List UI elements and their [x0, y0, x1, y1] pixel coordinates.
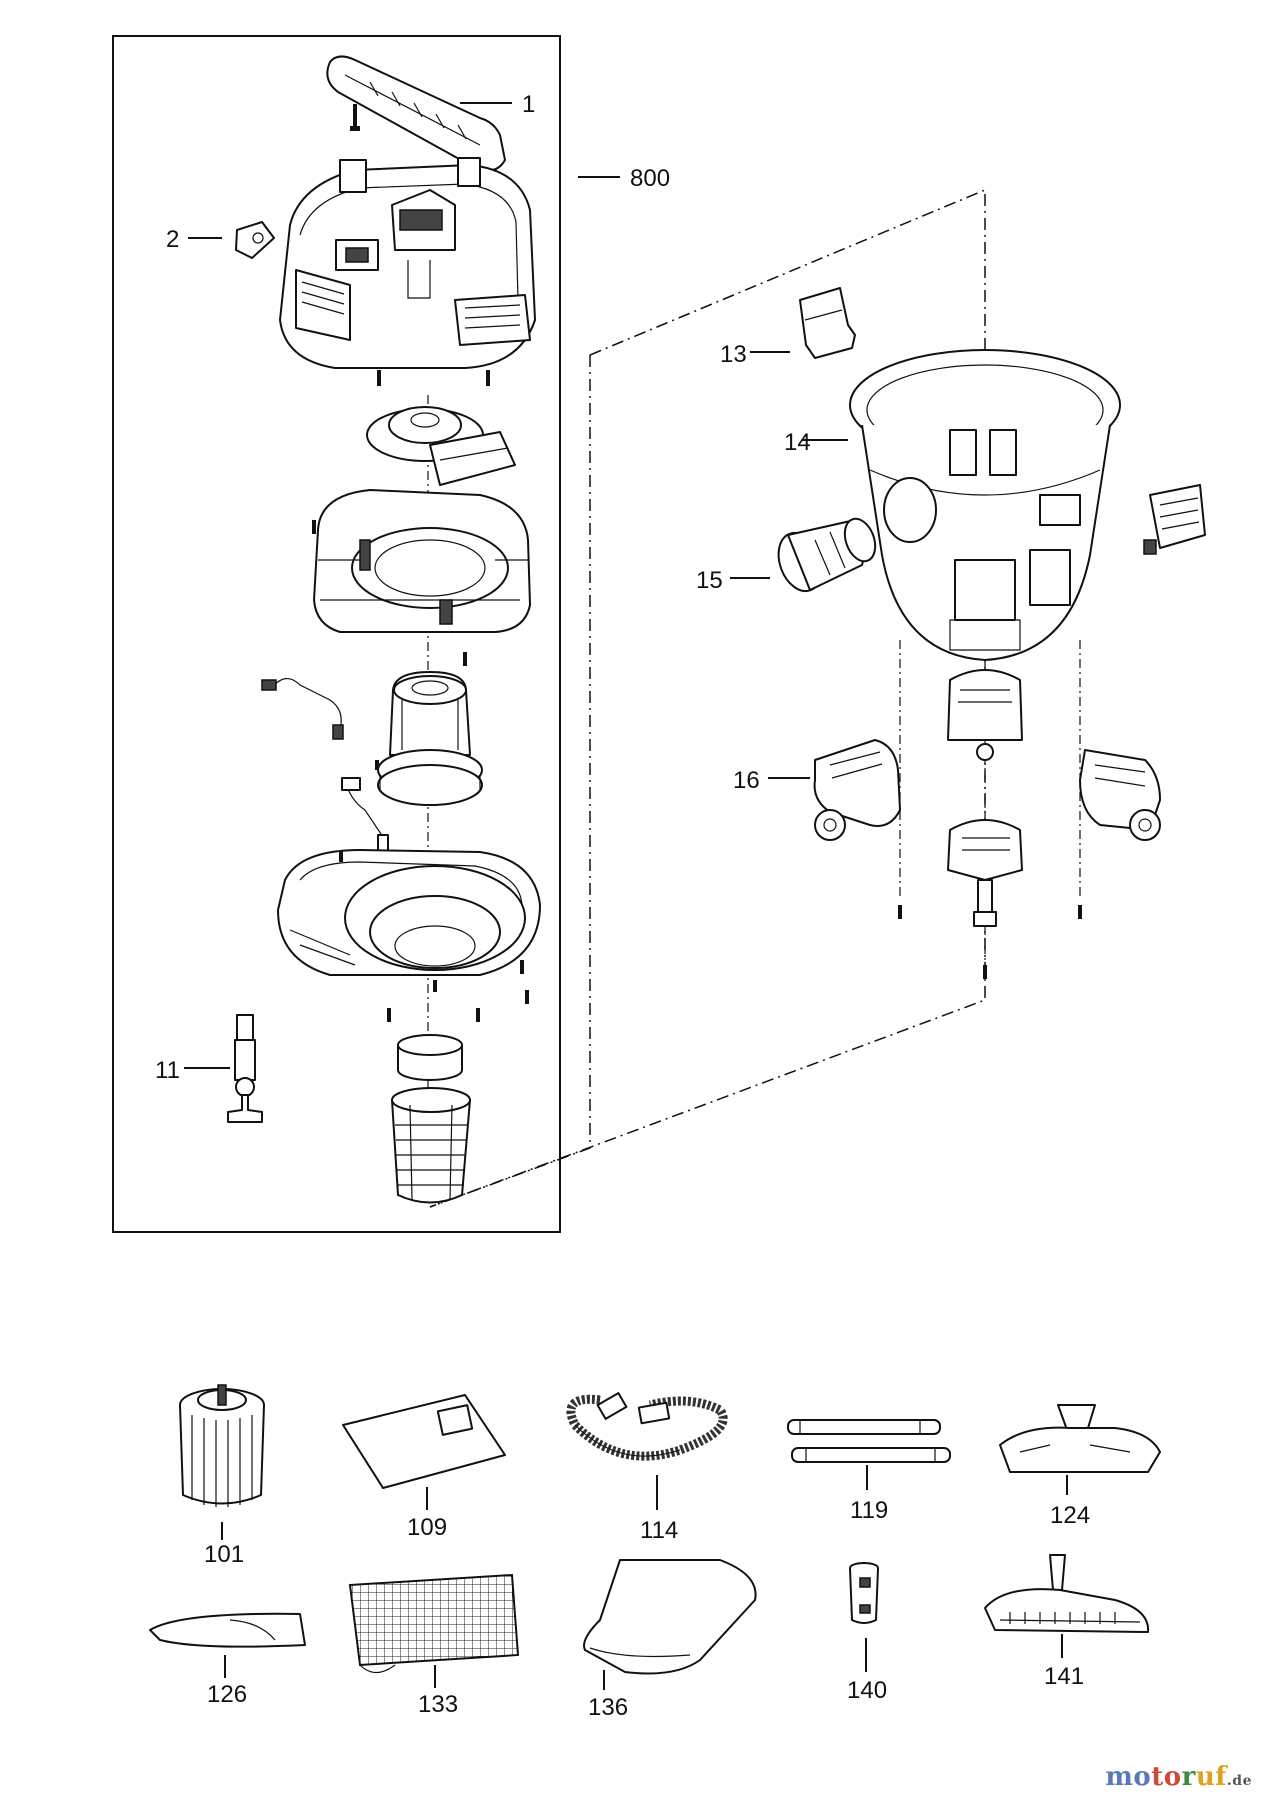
- part-136-foam-sleeve: [583, 1559, 757, 1675]
- part-133-mesh-filter: [348, 1573, 520, 1674]
- label-13: 13: [720, 341, 747, 368]
- part-141-wet-nozzle: [984, 1554, 1150, 1633]
- label-124: 124: [1050, 1502, 1090, 1529]
- switch-cord-part: [341, 777, 389, 852]
- part-16-caster-left: [813, 739, 901, 841]
- label-1: 1: [522, 91, 535, 118]
- label-2: 2: [166, 226, 179, 253]
- part-2-button: [235, 221, 275, 259]
- part-13-latch: [799, 287, 856, 359]
- watermark-logo: motoruf.de: [1105, 1762, 1252, 1792]
- label-101: 101: [204, 1541, 244, 1568]
- impeller-cover: [366, 406, 516, 486]
- part-109-dust-bag: [342, 1394, 506, 1489]
- wiring-harness: [261, 678, 344, 740]
- label-15: 15: [696, 567, 723, 594]
- caster-mount-front: [947, 669, 1023, 761]
- label-14: 14: [784, 429, 811, 456]
- label-126: 126: [207, 1681, 247, 1708]
- label-133: 133: [418, 1691, 458, 1718]
- caster-front: [947, 819, 1023, 927]
- assembly-800-frame: [112, 35, 561, 1233]
- label-11: 11: [155, 1057, 180, 1084]
- part-126-crevice-tool: [149, 1612, 306, 1648]
- top-cover-housing: [279, 157, 536, 386]
- upper-motor-housing: [312, 489, 531, 666]
- label-114: 114: [640, 1517, 678, 1544]
- label-800: 800: [630, 165, 670, 192]
- part-15-hose-inlet: [777, 517, 877, 593]
- part-140-adapter: [849, 1562, 879, 1624]
- lower-housing-plate: [277, 849, 541, 1022]
- label-140: 140: [847, 1677, 887, 1704]
- float-cage: [391, 1087, 471, 1204]
- part-16-caster-right: [1079, 749, 1161, 841]
- part-14-drum: [849, 349, 1121, 661]
- part-101-cartridge-filter: [179, 1384, 265, 1507]
- label-141: 141: [1044, 1663, 1084, 1690]
- part-11-drain-tool: [227, 1014, 263, 1123]
- part-114-hose: [566, 1392, 728, 1461]
- filter-sleeve: [397, 1034, 463, 1081]
- label-109: 109: [407, 1514, 447, 1541]
- part-124-floor-nozzle: [999, 1404, 1161, 1473]
- part-119-extension-wands: [787, 1419, 951, 1463]
- label-119: 119: [850, 1497, 888, 1524]
- motor-assembly: [375, 671, 483, 806]
- side-latch: [1143, 484, 1206, 555]
- label-136: 136: [588, 1694, 628, 1721]
- label-16: 16: [733, 767, 760, 794]
- part-1-handle: [326, 55, 506, 172]
